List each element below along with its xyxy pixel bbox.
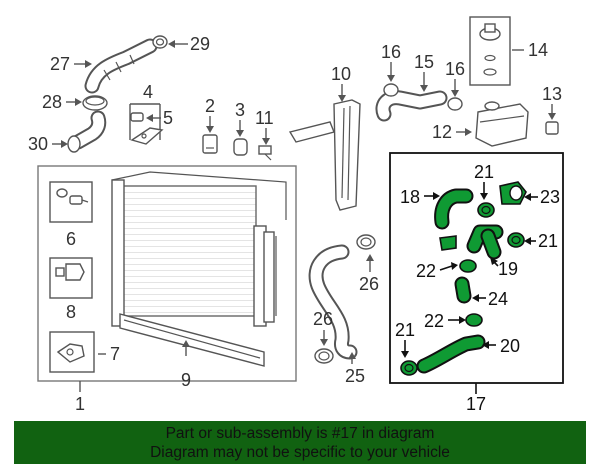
seal-strip-9 <box>119 313 265 367</box>
clip-2 <box>202 134 218 154</box>
overflow-hose-15 <box>375 83 463 122</box>
radiator-core <box>111 171 287 327</box>
callout-2: 2 <box>205 96 215 116</box>
reservoir-12 <box>475 101 529 147</box>
clamp-26a <box>356 234 376 250</box>
callout-27: 27 <box>50 54 70 74</box>
callout-22b: 22 <box>424 311 444 331</box>
callout-16a: 16 <box>381 42 401 62</box>
deflector-10 <box>288 99 361 211</box>
seal-22a[interactable] <box>439 235 457 251</box>
callout-9: 9 <box>181 370 191 390</box>
callout-21b: 21 <box>538 231 558 251</box>
callout-11: 11 <box>255 108 274 128</box>
callout-3: 3 <box>235 100 245 120</box>
callout-26a: 26 <box>359 274 379 294</box>
radiator-group-box <box>37 165 297 382</box>
callout-6: 6 <box>66 229 76 249</box>
callout-5: 5 <box>163 108 173 128</box>
sensor-13 <box>545 121 559 135</box>
callout-24: 24 <box>488 289 508 309</box>
hose-clamp-29 <box>152 35 168 49</box>
hose-18[interactable] <box>434 188 474 230</box>
callout-21a: 21 <box>474 162 494 182</box>
callout-30: 30 <box>28 134 48 154</box>
callout-1: 1 <box>75 394 85 414</box>
callout-19: 19 <box>498 259 518 279</box>
callout-8: 8 <box>66 302 76 322</box>
seal-22b[interactable] <box>459 259 477 273</box>
clamp-21b[interactable] <box>507 232 525 248</box>
callout-22a: 22 <box>416 261 436 281</box>
clamp-21a[interactable] <box>477 202 495 218</box>
banner-line-1: Part or sub-assembly is #17 in diagram <box>165 425 435 442</box>
seal-22c[interactable] <box>465 313 483 327</box>
hose-20[interactable] <box>416 334 486 374</box>
callout-7: 7 <box>110 344 120 364</box>
lower-hose-25 <box>308 244 358 360</box>
fitting-24[interactable] <box>454 276 472 304</box>
callout-18: 18 <box>400 187 420 207</box>
bolt-11 <box>258 145 272 161</box>
callout-25: 25 <box>345 366 365 386</box>
callout-13: 13 <box>542 84 562 104</box>
callout-26b: 26 <box>313 309 333 329</box>
callout-15: 15 <box>414 52 434 72</box>
callout-20: 20 <box>500 336 520 356</box>
callout-17: 17 <box>466 394 486 414</box>
callout-28: 28 <box>42 92 62 112</box>
hose-elbow-30 <box>67 110 107 153</box>
callout-21c: 21 <box>395 320 415 340</box>
callout-23: 23 <box>540 187 560 207</box>
seal-ring-28 <box>82 95 108 111</box>
callout-4: 4 <box>143 82 153 102</box>
banner-line-2: Diagram may not be specific to your vehi… <box>150 444 450 461</box>
callout-14: 14 <box>528 40 548 60</box>
bracket-4 <box>130 112 164 145</box>
info-banner: Part or sub-assembly is #17 in diagram D… <box>14 421 586 464</box>
callout-29: 29 <box>190 34 210 54</box>
callout-10: 10 <box>331 64 351 84</box>
outlet-23[interactable] <box>499 181 527 205</box>
clamp-21c[interactable] <box>400 360 418 376</box>
clamp-26b <box>314 348 334 364</box>
callout-16b: 16 <box>445 59 465 79</box>
connector-19[interactable] <box>466 224 504 260</box>
insulator-3 <box>233 138 248 156</box>
callout-12: 12 <box>432 122 452 142</box>
upper-hose-27 <box>84 38 158 94</box>
